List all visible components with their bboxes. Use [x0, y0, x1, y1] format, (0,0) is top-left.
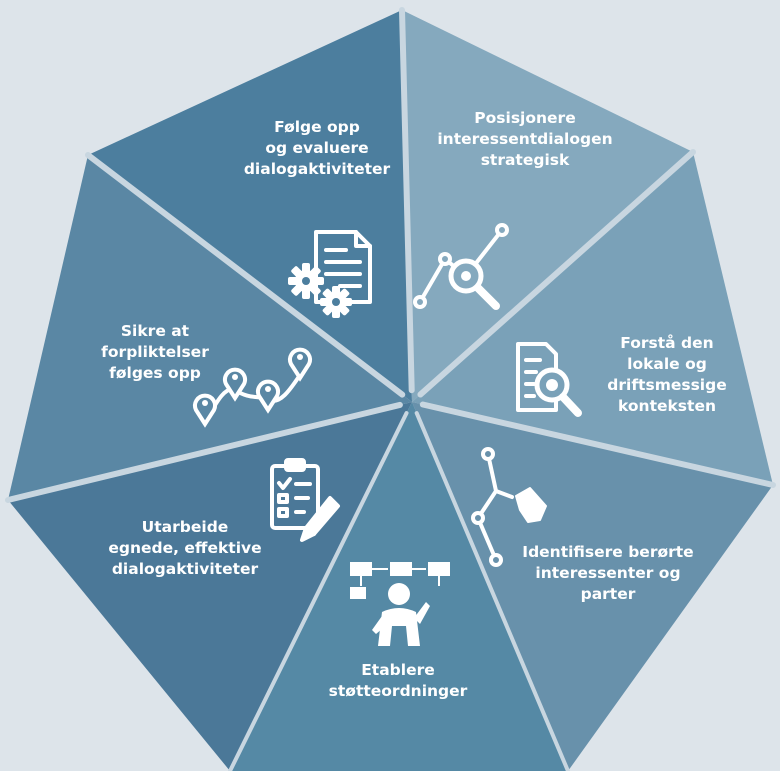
- segment-ensure: [8, 155, 412, 500]
- label-understand: Forstå den lokale og driftsmessige konte…: [607, 334, 727, 415]
- segment-understand: [412, 152, 773, 485]
- label-establish: Etablere støtteordninger: [328, 661, 468, 700]
- label-follow-up: Følge opp og evaluere dialogaktiviteter: [243, 118, 391, 178]
- label-prepare: Utarbeide egnede, effektive dialogaktivi…: [108, 518, 262, 578]
- network-hand-pointer-icon: [471, 447, 547, 567]
- document-gears-icon: [288, 230, 372, 318]
- segment-divider: [85, 152, 406, 398]
- segment-divider: [419, 401, 776, 488]
- segment-divider: [414, 411, 570, 771]
- clipboard-checklist-icon: [270, 458, 340, 542]
- person-flowchart-icon: [350, 562, 450, 646]
- segment-divider: [5, 401, 403, 503]
- segment-position: [402, 10, 693, 402]
- network-magnifier-icon: [413, 223, 509, 310]
- map-pins-route-icon: [193, 347, 312, 428]
- segment-divider: [228, 411, 409, 771]
- segment-divider: [417, 149, 696, 398]
- label-position: Posisjonere interessentdialogen strategi…: [437, 109, 613, 169]
- document-search-icon: [516, 342, 582, 417]
- segment-divider: [399, 7, 415, 394]
- label-ensure: Sikre at forpliktelser følges opp: [101, 322, 209, 382]
- label-identify: Identifisere berørte interessenter og pa…: [522, 543, 694, 603]
